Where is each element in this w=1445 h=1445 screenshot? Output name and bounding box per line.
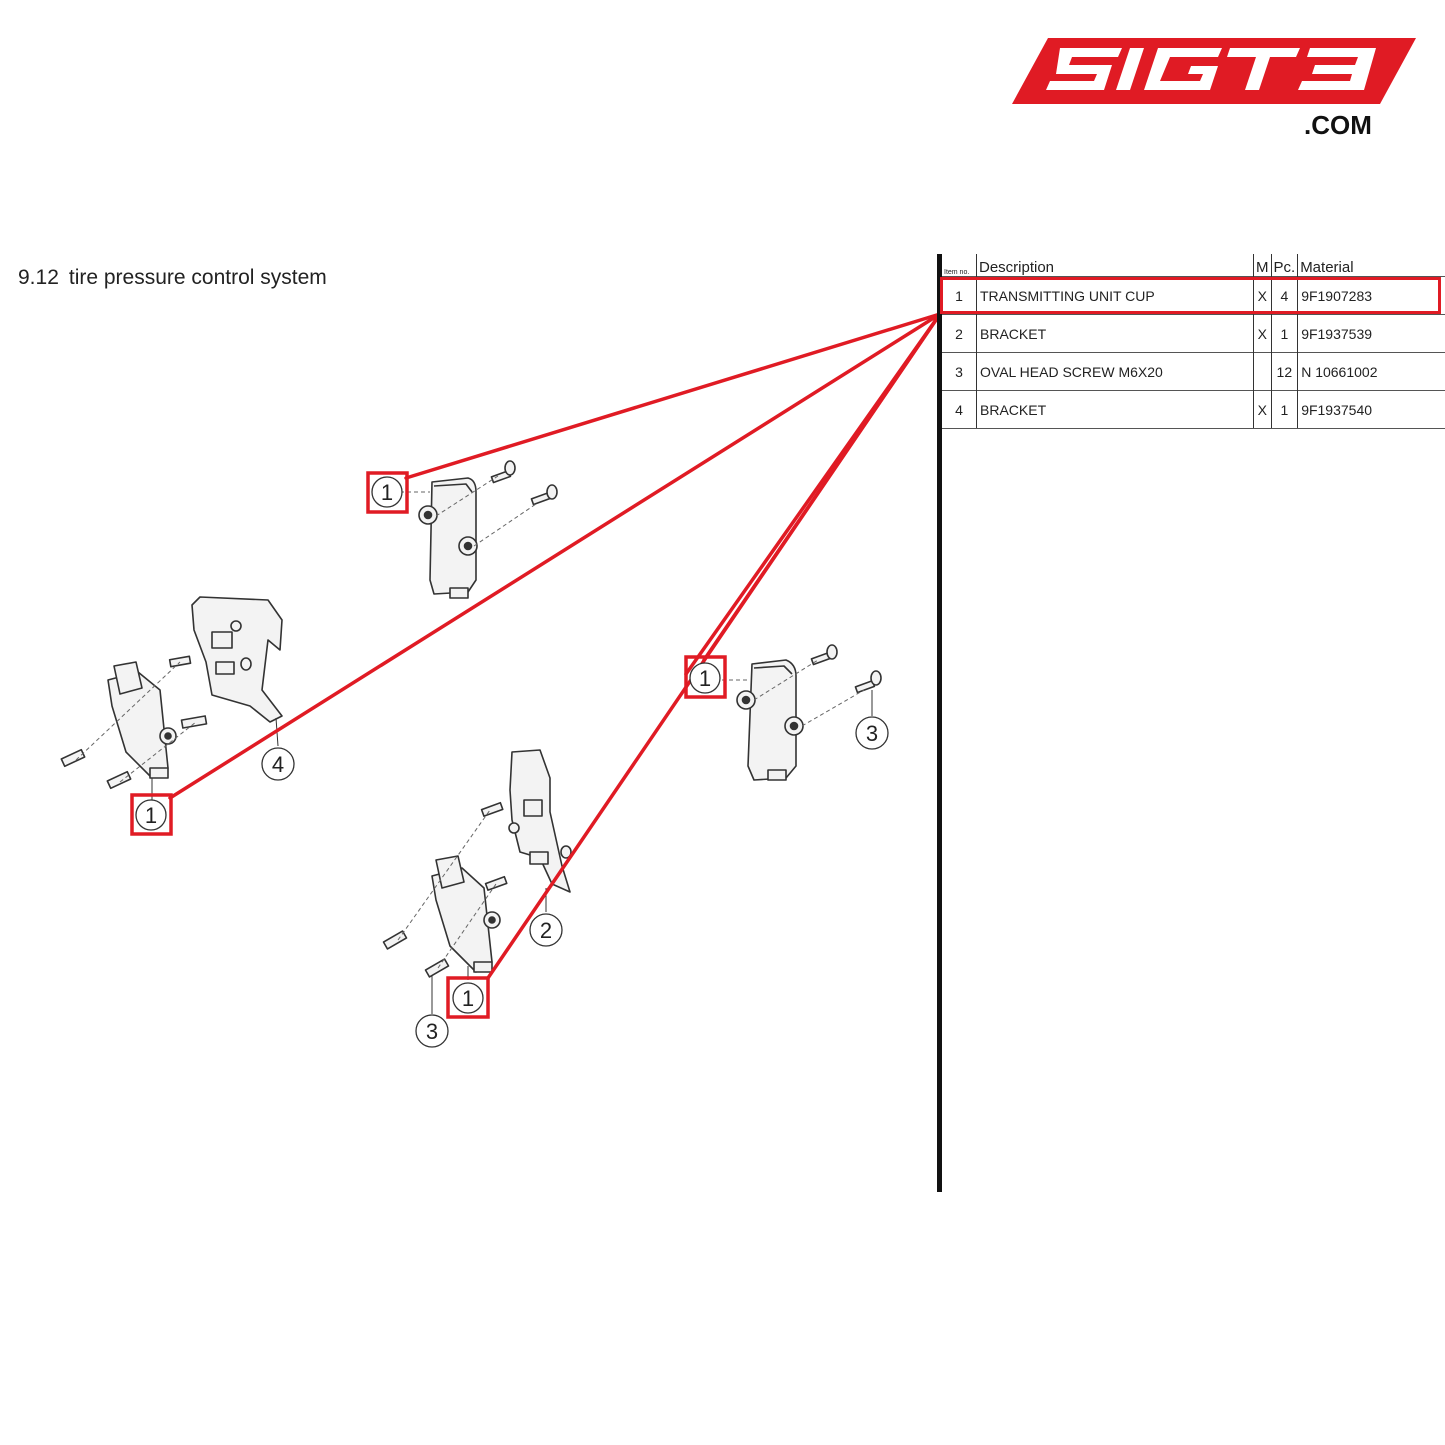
callout-3-bottom[interactable]: 3 [415,1014,449,1048]
callout-1-left[interactable]: 1 [130,793,173,836]
row-m [1253,352,1272,391]
row-item-no: 2 [942,314,977,353]
svg-text:3: 3 [426,1019,438,1044]
logo-domain-suffix: .COM [1304,110,1372,140]
callout-1-bottom[interactable]: 1 [446,976,490,1019]
svg-text:1: 1 [145,803,157,828]
screw-top-1 [490,460,516,484]
row-pc: 12 [1271,352,1299,391]
header-description: Description [976,254,1254,277]
row-material[interactable]: N 10661002 [1297,352,1445,391]
row-m: X [1253,314,1272,353]
highlight-leaders [168,312,942,980]
transmitting-unit-right [736,659,804,781]
header-material: Material [1300,259,1354,276]
callout-3-right[interactable]: 3 [855,716,889,750]
section-name: tire pressure control system [68,266,327,289]
row-description: TRANSMITTING UNIT CUP [976,276,1254,315]
row-description: BRACKET [976,390,1254,429]
svg-text:3: 3 [866,721,878,746]
row-item-no: 4 [942,390,977,429]
svg-text:2: 2 [540,918,552,943]
row-material[interactable]: 9F1937540 [1297,390,1445,429]
table-header-row: Item no. Description M Pc. Material [942,254,1445,277]
screws-bottom [382,801,572,978]
table-row[interactable]: 4 BRACKET X 1 9F1937540 [942,390,1445,429]
parts-table: Item no. Description M Pc. Material 1 TR… [942,254,1445,429]
screw-top-2 [530,484,558,506]
row-material[interactable]: 9F1907283 [1297,276,1445,315]
table-row[interactable]: 2 BRACKET X 1 9F1937539 [942,314,1445,353]
row-material[interactable]: 9F1937539 [1297,314,1445,353]
highlighted-row-frame [940,277,1441,314]
callout-2[interactable]: 2 [529,913,563,947]
row-pc: 4 [1271,276,1299,315]
row-description: OVAL HEAD SCREW M6X20 [976,352,1254,391]
brand-logo[interactable] [1008,34,1416,144]
transmitting-unit-top [418,477,478,599]
callout-1-top[interactable]: 1 [366,471,409,514]
callout-4[interactable]: 4 [261,747,295,781]
transmitting-unit-left [107,661,177,779]
bracket-left [191,596,283,723]
assembly-guides [75,475,865,969]
row-m: X [1253,390,1272,429]
row-item-no: 3 [942,352,977,391]
row-pc: 1 [1271,390,1299,429]
section-title: 9.12 tire pressure control system [18,266,337,290]
header-item-no: Item no. [942,254,977,277]
header-m: M [1253,254,1272,277]
screws-right [810,644,882,694]
callout-1-right[interactable]: 1 [684,655,727,699]
row-pc: 1 [1271,314,1299,353]
svg-text:1: 1 [699,666,711,691]
table-row[interactable]: 3 OVAL HEAD SCREW M6X20 12 N 10661002 [942,352,1445,391]
screws-left [60,655,252,790]
table-row[interactable]: 1 TRANSMITTING UNIT CUP X 4 9F1907283 [942,276,1445,315]
bracket-bottom [508,749,571,893]
transmitting-unit-bottom [431,855,501,973]
svg-text:4: 4 [272,752,284,777]
section-number: 9.12 [18,266,59,289]
svg-text:1: 1 [462,986,474,1011]
svg-text:1: 1 [381,480,393,505]
header-pc: Pc. [1271,254,1299,277]
table-divider [937,254,942,1192]
row-description: BRACKET [976,314,1254,353]
